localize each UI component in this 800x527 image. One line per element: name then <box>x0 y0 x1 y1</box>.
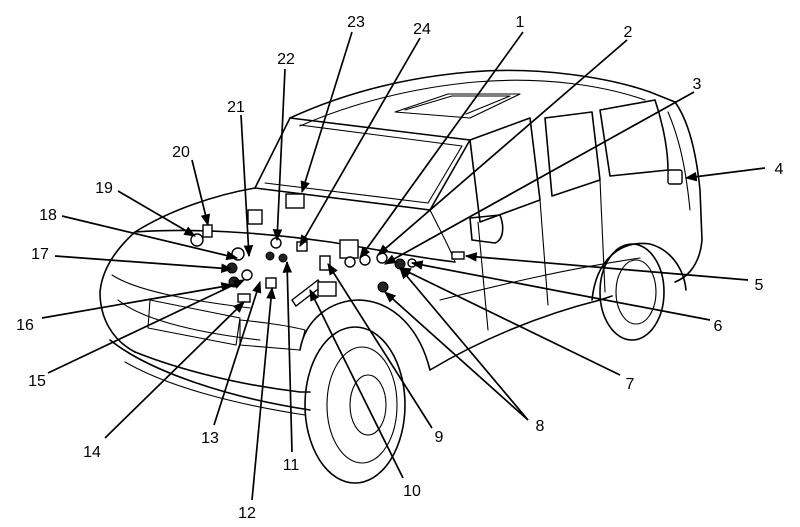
callout-21: 21 <box>227 99 245 116</box>
callout-5: 5 <box>755 277 764 294</box>
leader-lines <box>41 31 766 501</box>
callout-15: 15 <box>28 373 46 390</box>
callout-2: 2 <box>624 24 633 41</box>
callout-12: 12 <box>238 505 256 522</box>
callout-14: 14 <box>83 444 101 461</box>
suv-body-outline <box>99 69 703 484</box>
callout-16: 16 <box>16 317 34 334</box>
callout-22: 22 <box>277 51 295 68</box>
engine-components <box>190 193 465 308</box>
callout-20: 20 <box>172 144 190 161</box>
callout-3: 3 <box>693 76 702 93</box>
callout-labels: 1 2 3 4 5 6 7 8 9 10 11 12 13 14 15 16 1… <box>16 14 783 522</box>
callout-23: 23 <box>347 14 365 31</box>
callout-8: 8 <box>536 418 545 435</box>
callout-1: 1 <box>516 14 525 31</box>
callout-19: 19 <box>95 180 113 197</box>
callout-11: 11 <box>283 457 300 474</box>
callout-4: 4 <box>775 161 784 178</box>
callout-6: 6 <box>714 318 723 335</box>
callout-7: 7 <box>626 376 635 393</box>
callout-18: 18 <box>39 207 57 224</box>
callout-10: 10 <box>403 483 421 500</box>
callout-17: 17 <box>31 246 49 263</box>
callout-13: 13 <box>201 430 219 447</box>
callout-9: 9 <box>435 429 444 446</box>
callout-24: 24 <box>413 21 431 38</box>
